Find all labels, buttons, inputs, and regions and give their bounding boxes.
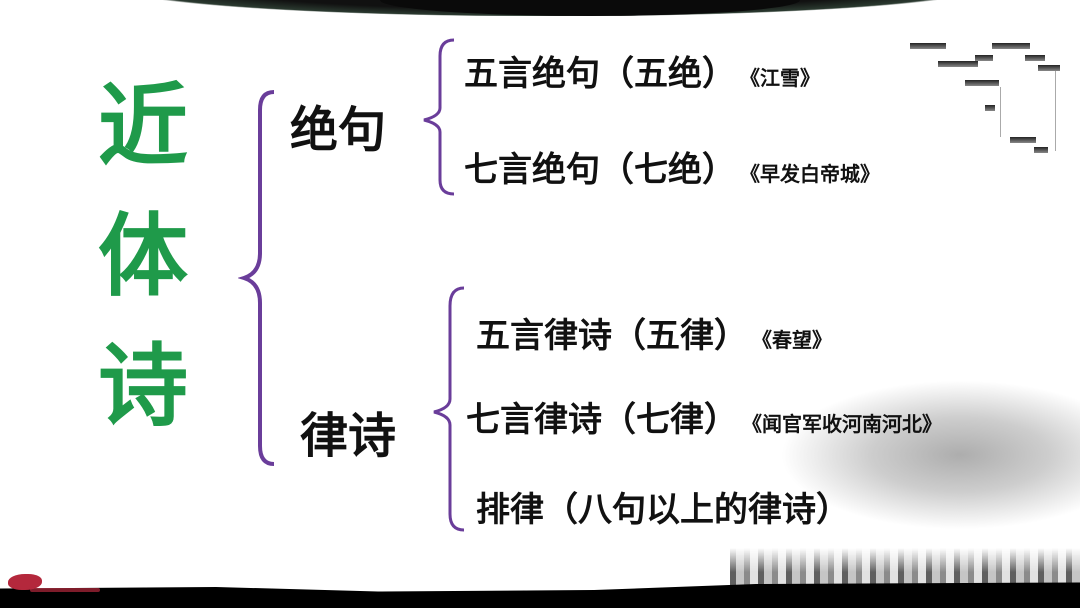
main-brace	[238, 88, 278, 468]
ink-house-painting	[780, 380, 1080, 530]
item-qilv: 七言律诗（七律）《闻官军收河南河北》	[466, 400, 942, 440]
example-wenguanjun: 《闻官军收河南河北》	[752, 412, 942, 436]
jueju-brace	[418, 36, 458, 198]
item-wujue: 五言绝句（五绝）《江雪》	[464, 54, 820, 94]
example-zaofabaidicheng: 《早发白帝城》	[750, 162, 880, 186]
title-char-1: 近	[98, 74, 188, 179]
title-vertical: 近 体 诗	[88, 62, 198, 452]
category-lvshi: 律诗	[300, 408, 397, 464]
ink-roofs-decoration	[910, 35, 1070, 155]
red-seal-tail	[30, 588, 100, 592]
item-qijue: 七言绝句（七绝）《早发白帝城》	[464, 150, 880, 190]
item-pailv: 排律（八句以上的律诗）	[476, 490, 850, 530]
ink-brush-top-stroke	[380, 0, 800, 16]
lvshi-brace	[428, 284, 468, 534]
title-char-2: 体	[98, 204, 188, 309]
example-chunwang: 《春望》	[762, 328, 832, 352]
title-char-3: 诗	[98, 334, 188, 439]
example-jiangxue: 《江雪》	[750, 66, 820, 90]
category-jueju: 绝句	[290, 102, 387, 158]
ink-grey-bars-decoration	[730, 548, 1080, 588]
red-seal-icon	[8, 574, 42, 590]
item-wulv: 五言律诗（五律）《春望》	[476, 316, 832, 356]
